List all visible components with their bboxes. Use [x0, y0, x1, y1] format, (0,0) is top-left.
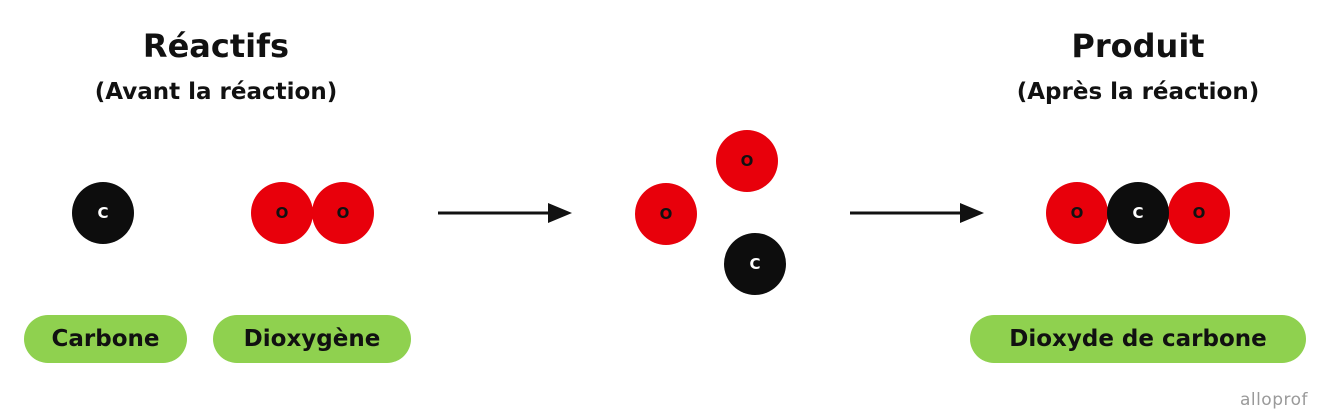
- atom-symbol: O: [1192, 203, 1206, 222]
- atom-symbol: O: [740, 151, 754, 170]
- product-title: Produit: [1071, 27, 1205, 65]
- separated-carbon-atom: C: [724, 233, 786, 295]
- product-carbon-atom: C: [1107, 182, 1169, 244]
- reaction-arrow-2: [850, 203, 984, 223]
- reactants-title: Réactifs: [142, 27, 290, 65]
- product-heading: Produit (Après la réaction): [970, 26, 1306, 108]
- reactants-subtitle: (Avant la réaction): [94, 79, 338, 105]
- label-carbone: Carbone: [24, 315, 187, 363]
- label-dioxygene: Dioxygène: [213, 315, 411, 363]
- atom-symbol: C: [97, 203, 109, 222]
- separated-oxygen-atom-2: O: [635, 183, 697, 245]
- reactants-heading: Réactifs (Avant la réaction): [48, 26, 384, 108]
- reactant-oxygen-atom-2: O: [312, 182, 374, 244]
- product-subtitle: (Après la réaction): [1016, 79, 1260, 105]
- atom-symbol: C: [749, 254, 761, 273]
- product-oxygen-atom-1: O: [1046, 182, 1108, 244]
- atom-symbol: O: [659, 204, 673, 223]
- reactant-oxygen-atom-1: O: [251, 182, 313, 244]
- reaction-arrow-1: [438, 203, 572, 223]
- separated-oxygen-atom-1: O: [716, 130, 778, 192]
- atom-symbol: O: [336, 203, 350, 222]
- atom-symbol: C: [1132, 203, 1144, 222]
- brand-logo-text: alloprof: [1239, 390, 1308, 410]
- product-oxygen-atom-2: O: [1168, 182, 1230, 244]
- atom-symbol: O: [275, 203, 289, 222]
- label-dioxyde-de-carbone: Dioxyde de carbone: [970, 315, 1306, 363]
- atom-symbol: O: [1070, 203, 1084, 222]
- reactant-carbon-atom: C: [72, 182, 134, 244]
